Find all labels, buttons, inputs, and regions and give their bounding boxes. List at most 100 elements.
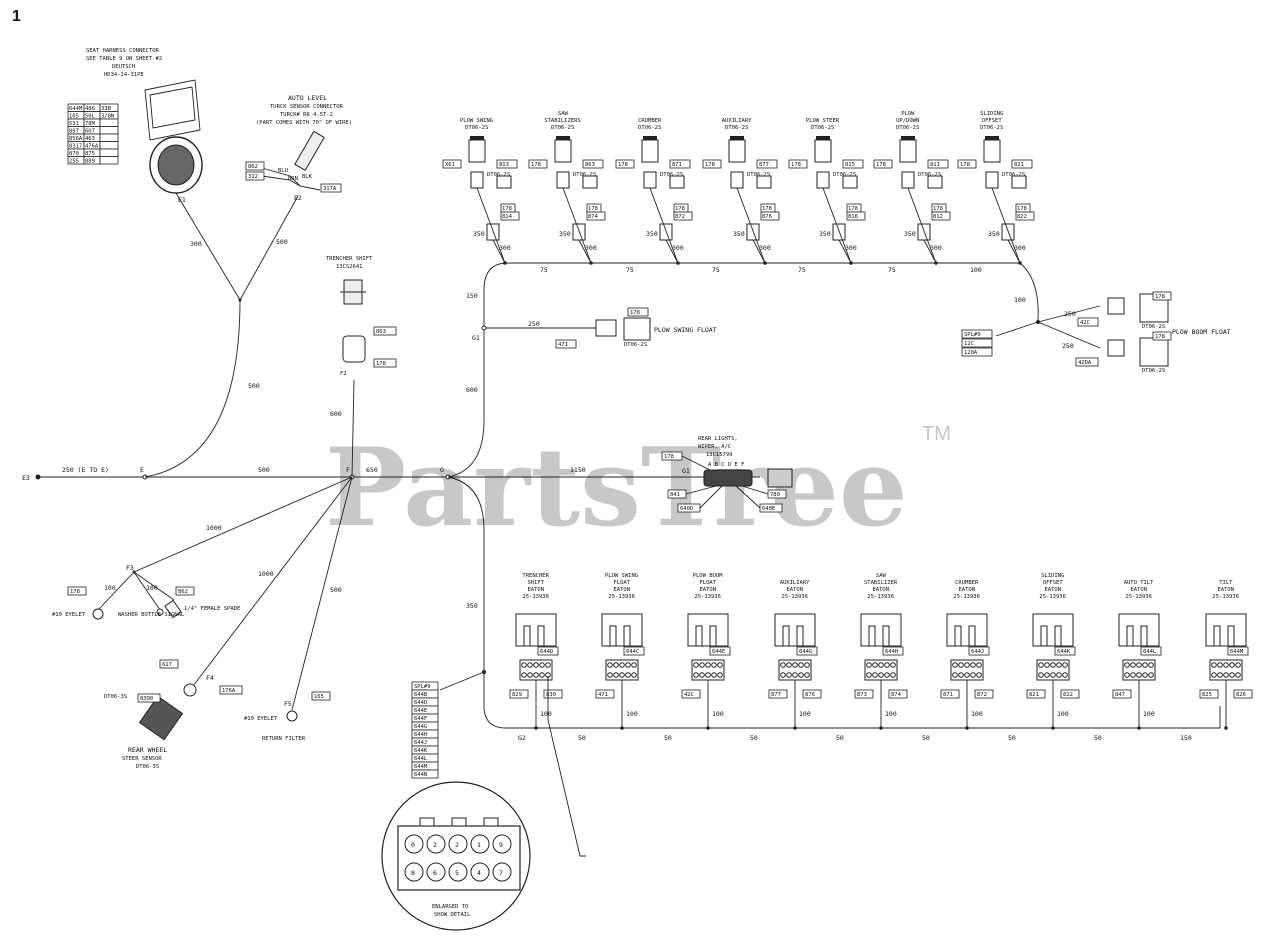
plug bbox=[730, 171, 744, 189]
valve-pin bbox=[882, 625, 890, 647]
top-connector-title: OFFSET bbox=[982, 118, 1003, 124]
seat-table-cell bbox=[99, 156, 119, 165]
f3-eyelet: #10 EYELET bbox=[52, 612, 86, 618]
f3-length: 1000 bbox=[206, 524, 222, 532]
connector-cap bbox=[816, 136, 830, 140]
pin bbox=[1217, 672, 1223, 678]
bottom-connector-title: 25-13936 bbox=[608, 594, 635, 600]
auto-wire-blu: BLU bbox=[278, 168, 288, 174]
drop-length: 300 bbox=[672, 244, 684, 252]
f3-wire-178: 178 bbox=[70, 589, 80, 595]
junction bbox=[934, 261, 938, 265]
seat-table-value: 531 bbox=[69, 121, 79, 127]
drop-length: 350 bbox=[473, 230, 485, 238]
drop-length: 100 bbox=[1143, 710, 1155, 718]
drop-wire bbox=[736, 187, 766, 264]
pin bbox=[1217, 662, 1223, 668]
drop-wire bbox=[562, 187, 592, 264]
detail-pin bbox=[448, 834, 468, 854]
connector-body bbox=[983, 139, 1001, 163]
pin bbox=[527, 662, 533, 668]
drop-wire bbox=[991, 187, 1021, 264]
f3-washer: WASHER BOTTLE SIGNAL bbox=[118, 612, 185, 618]
pbf-splice-1: SPL#9 bbox=[964, 332, 981, 338]
detail-pin-number: 4 bbox=[477, 869, 481, 877]
seat-table-cell bbox=[99, 133, 119, 142]
wire-label: 822 bbox=[1017, 214, 1027, 220]
connector-sub: DT06-2S bbox=[660, 172, 683, 178]
pin bbox=[613, 662, 619, 668]
wire-tag bbox=[582, 159, 604, 169]
wire-label: 178 bbox=[705, 162, 715, 168]
junction bbox=[763, 261, 767, 265]
pin bbox=[1056, 672, 1062, 678]
pin bbox=[607, 672, 613, 678]
node-g: G bbox=[440, 466, 444, 474]
splice-value: 644D bbox=[414, 700, 427, 706]
wire-tag bbox=[1112, 689, 1132, 699]
len-f2: 600 bbox=[330, 410, 342, 418]
wire-label: 178 bbox=[791, 162, 801, 168]
pin bbox=[625, 662, 631, 668]
connector-sub: DT06-2S bbox=[573, 172, 596, 178]
connector-body bbox=[814, 139, 832, 163]
pin bbox=[521, 672, 527, 678]
wire-label: 826 bbox=[1236, 692, 1246, 698]
f4-title-2: STEER SENSOR bbox=[122, 756, 162, 762]
top-connector-title: AUXILIARY bbox=[722, 118, 752, 124]
psf-wire-471: 471 bbox=[558, 342, 568, 348]
pin bbox=[780, 672, 786, 678]
detail-pin bbox=[470, 862, 490, 882]
seat-label: E1 bbox=[178, 196, 186, 204]
seat-table-value: 33B bbox=[101, 106, 112, 112]
plug bbox=[816, 171, 830, 189]
rl-wire-780: 780 bbox=[770, 492, 780, 498]
pin bbox=[952, 672, 958, 678]
segment-length: 75 bbox=[712, 266, 720, 274]
drop-wire bbox=[907, 187, 937, 264]
seat-table-cell bbox=[99, 141, 119, 150]
pbf-len-2: 250 bbox=[1064, 310, 1076, 318]
psf-wire-178: 178 bbox=[630, 310, 640, 316]
f4-length: 1000 bbox=[258, 570, 274, 578]
wire-label: 178 bbox=[876, 162, 886, 168]
valve-pin bbox=[954, 625, 962, 647]
connector-body bbox=[468, 139, 486, 163]
seg-label-2: 500 bbox=[258, 466, 270, 474]
pbf-splice-2: 12C bbox=[964, 341, 974, 347]
pin bbox=[1148, 672, 1154, 678]
top-connector-title: CRUMBER bbox=[638, 118, 662, 124]
pin bbox=[1130, 672, 1136, 678]
wire-tag bbox=[760, 211, 780, 221]
wire-tag bbox=[974, 689, 994, 699]
pin bbox=[539, 662, 545, 668]
drop-wire bbox=[923, 239, 937, 264]
wire-tag bbox=[509, 689, 529, 699]
detail-pin bbox=[470, 834, 490, 854]
seg-label-1: 250 (E TO E) bbox=[62, 466, 109, 474]
rear-lights-title-1: REAR LIGHTS, bbox=[698, 436, 738, 442]
pin bbox=[1062, 662, 1068, 668]
drop-length: 300 bbox=[585, 244, 597, 252]
bottom-connector-title: AUTO TILT bbox=[1124, 580, 1154, 586]
f3-wire-862: 862 bbox=[178, 589, 188, 595]
connector-sub: DT06-2S bbox=[918, 172, 941, 178]
detail-pin bbox=[492, 862, 512, 882]
drop-length: 100 bbox=[540, 710, 552, 718]
valve-pin bbox=[523, 625, 531, 647]
auto-level-title-4: (PART COMES WITH 70" OF WIRE) bbox=[256, 120, 352, 126]
wire-label: 178 bbox=[588, 206, 598, 212]
pin bbox=[884, 662, 890, 668]
bottom-connector-title: SLIDING bbox=[1041, 573, 1064, 579]
drop-length: 300 bbox=[499, 244, 511, 252]
splice-value: 644H bbox=[414, 732, 427, 738]
pin bbox=[866, 672, 872, 678]
pin bbox=[952, 662, 958, 668]
segment-length: 50 bbox=[836, 734, 844, 742]
